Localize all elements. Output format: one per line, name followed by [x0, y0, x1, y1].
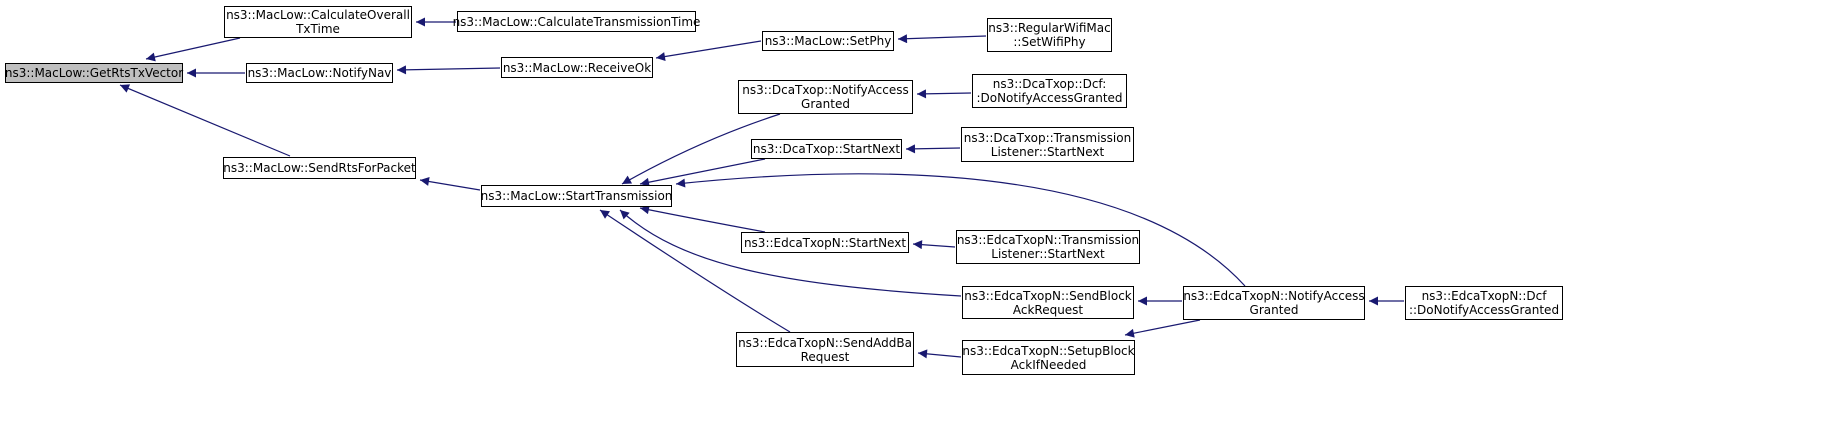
node-notify-nav[interactable]: ns3::MacLow::NotifyNav	[246, 63, 393, 83]
edge-receive-ok-to-notify-nav	[396, 65, 501, 75]
node-receive-ok[interactable]: ns3::MacLow::ReceiveOk	[501, 57, 653, 78]
node-label-line: ns3::EdcaTxopN::Transmission	[956, 233, 1140, 247]
edge-edca-notify-access-granted-to-edca-setup-block-ack-if-needed	[1124, 319, 1201, 338]
node-label-line: ::DoNotifyAccessGranted	[1408, 303, 1560, 317]
node-label-line: ns3::EdcaTxopN::SendAddBa	[738, 335, 912, 350]
node-label-line: ns3::MacLow::SetPhy	[764, 34, 892, 48]
edge-regular-wifi-mac-set-wifi-phy-to-set-phy	[897, 34, 987, 44]
node-label-line: ::SetWifiPhy	[1013, 35, 1086, 49]
edge-dca-dcf-do-notify-access-granted-to-dca-notify-access-granted	[916, 89, 972, 99]
node-label-line: AckRequest	[1012, 302, 1084, 317]
node-start-transmission[interactable]: ns3::MacLow::StartTransmission	[481, 185, 672, 207]
node-edca-start-next[interactable]: ns3::EdcaTxopN::StartNext	[741, 232, 909, 253]
node-label-line: ns3::MacLow::NotifyNav	[247, 66, 392, 80]
edge-dca-start-next-to-start-transmission	[639, 158, 766, 187]
node-label-line: ns3::MacLow::StartTransmission	[480, 189, 673, 203]
edge-calculate-overall-tx-time-to-get-rts-tx-vector	[145, 37, 241, 62]
node-label-line: ns3::EdcaTxopN::Dcf	[1421, 289, 1547, 303]
node-label-line: TxTime	[296, 22, 340, 36]
node-label-line: ns3::EdcaTxopN::SendBlock	[964, 288, 1132, 303]
node-label-line: ns3::EdcaTxopN::NotifyAccess	[1183, 289, 1365, 303]
node-get-rts-tx-vector[interactable]: ns3::MacLow::GetRtsTxVector	[5, 63, 183, 83]
node-label-line: ns3::DcaTxop::NotifyAccess	[742, 83, 909, 97]
edge-send-rts-for-packet-to-get-rts-tx-vector	[119, 84, 291, 157]
node-label-line: ns3::DcaTxop::StartNext	[752, 142, 901, 156]
edge-edca-send-block-ack-request-to-start-transmission	[619, 209, 962, 297]
edge-dca-notify-access-granted-to-start-transmission	[621, 113, 781, 185]
node-label-line: ns3::MacLow::ReceiveOk	[502, 60, 652, 75]
node-label-line: Listener::StartNext	[991, 247, 1105, 261]
node-label-line: Listener::StartNext	[990, 144, 1105, 159]
node-label-line: ns3::EdcaTxopN::SetupBlock	[962, 343, 1135, 358]
node-calculate-transmission-time[interactable]: ns3::MacLow::CalculateTransmissionTime	[453, 11, 700, 32]
node-set-phy[interactable]: ns3::MacLow::SetPhy	[762, 31, 894, 51]
node-label-line: ns3::MacLow::SendRtsForPacket	[223, 161, 416, 175]
node-regular-wifi-mac-set-wifi-phy[interactable]: ns3::RegularWifiMac::SetWifiPhy	[987, 18, 1112, 52]
node-dca-start-next[interactable]: ns3::DcaTxop::StartNext	[751, 139, 902, 159]
node-label-line: ns3::RegularWifiMac	[988, 21, 1111, 35]
node-label-line: AckIfNeeded	[1010, 357, 1087, 372]
edge-dca-transmission-listener-start-next-to-dca-start-next	[905, 144, 961, 154]
node-label-line: Granted	[801, 97, 850, 111]
node-edca-dcf-do-notify-access-granted[interactable]: ns3::EdcaTxopN::Dcf::DoNotifyAccessGrant…	[1405, 286, 1563, 320]
node-send-rts-for-packet[interactable]: ns3::MacLow::SendRtsForPacket	[223, 157, 416, 179]
node-label-line: Request	[800, 349, 850, 364]
edge-edca-send-add-ba-request-to-start-transmission	[599, 209, 791, 333]
edge-start-transmission-to-send-rts-for-packet	[419, 177, 481, 191]
edge-edca-setup-block-ack-if-needed-to-edca-send-add-ba-request	[917, 349, 962, 359]
node-label-line: ns3::MacLow::CalculateTransmissionTime	[452, 14, 701, 29]
edge-edca-notify-access-granted-to-start-transmission	[675, 173, 1246, 287]
node-label-line: ns3::MacLow::CalculateOverall	[226, 8, 410, 22]
edge-edca-start-next-to-start-transmission	[639, 205, 766, 233]
edge-set-phy-to-receive-ok	[655, 40, 762, 62]
node-label-line: ns3::MacLow::GetRtsTxVector	[4, 66, 184, 80]
node-label-line: ns3::DcaTxop::Dcf:	[992, 77, 1107, 91]
node-label-line: Granted	[1249, 303, 1299, 317]
node-label-line: ns3::DcaTxop::Transmission	[963, 130, 1132, 145]
edge-edca-transmission-listener-start-next-to-edca-start-next	[912, 240, 956, 250]
node-label-line: :DoNotifyAccessGranted	[976, 91, 1123, 105]
node-dca-dcf-do-notify-access-granted[interactable]: ns3::DcaTxop::Dcf::DoNotifyAccessGranted	[972, 74, 1127, 108]
node-label-line: ns3::EdcaTxopN::StartNext	[743, 235, 907, 250]
